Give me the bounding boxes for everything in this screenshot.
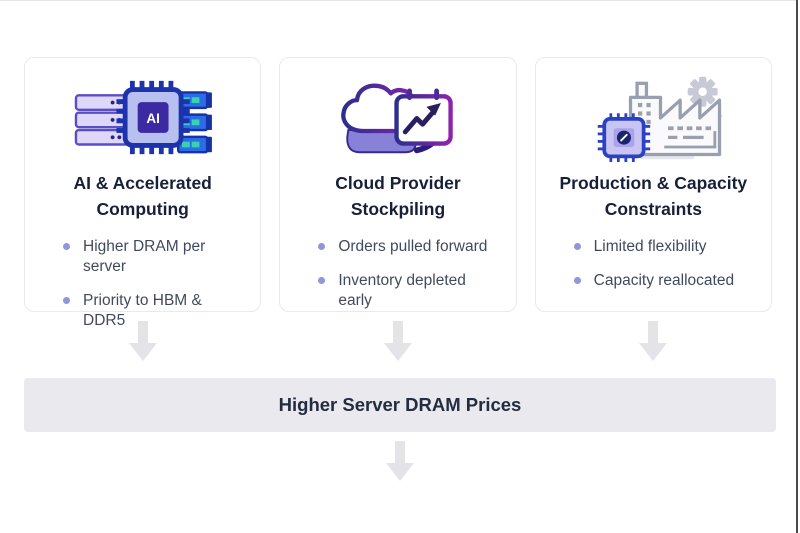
down-arrow-icon [639, 321, 668, 361]
svg-text:AI: AI [147, 110, 161, 125]
frame-top-edge [0, 0, 796, 1]
card-production-capacity-constraints: Production & Capacity Constraints Limite… [534, 57, 772, 312]
down-arrow-icon [383, 321, 412, 361]
result-banner-label: Higher Server DRAM Prices [278, 394, 522, 415]
result-banner: Higher Server DRAM Prices [24, 378, 776, 432]
frame-right-edge [796, 0, 798, 533]
card-cloud-provider-stockpiling: Cloud Provider Stockpiling Orders pulled… [279, 57, 517, 312]
cause-cards-row: AI AI & Accelerated Computing Higher DRA… [24, 57, 772, 329]
down-arrow-icon [128, 321, 157, 361]
card-bullet-list: Orders pulled forward Inventory depleted… [294, 237, 501, 325]
bullet-item: Higher DRAM per server [63, 237, 246, 277]
bullet-item: Limited flexibility [573, 237, 757, 257]
card-title: Production & Capacity Constraints [559, 173, 748, 220]
down-arrow-icon [386, 441, 414, 481]
bullet-item: Priority to HBM & DDR5 [63, 291, 246, 331]
card-title: Cloud Provider Stockpiling [335, 173, 461, 220]
factory-with-gear-and-chip-icon [578, 74, 728, 162]
flow-arrows-row [24, 321, 772, 361]
bullet-item: Capacity reallocated [573, 271, 757, 291]
ai-chip-with-servers-icon: AI [70, 74, 215, 160]
card-ai-accelerated-computing: AI AI & Accelerated Computing Higher DRA… [24, 57, 262, 329]
bullet-item: Orders pulled forward [318, 237, 501, 257]
card-bullet-list: Limited flexibility Capacity reallocated [550, 237, 757, 305]
bottom-arrow-row [0, 441, 800, 481]
bullet-item: Inventory depleted early [318, 271, 501, 311]
cloud-with-trend-calendar-icon [325, 74, 470, 160]
card-title: AI & Accelerated Computing [73, 173, 212, 220]
card-bullet-list: Higher DRAM per server Priority to HBM &… [39, 237, 246, 346]
